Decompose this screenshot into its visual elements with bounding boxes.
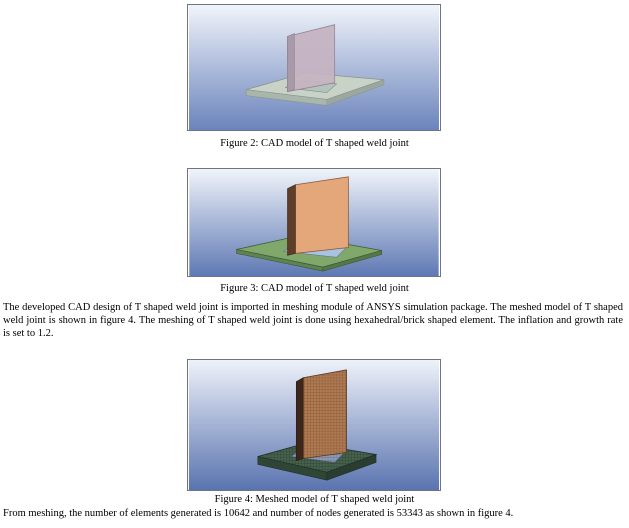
figure-4-image — [187, 359, 441, 491]
vertical-plate-shape — [294, 176, 349, 254]
figure-2-render — [189, 5, 439, 130]
figure-4-render — [188, 360, 440, 490]
meshed-vertical-plate — [302, 369, 347, 459]
body-paragraph: The developed CAD design of T shaped wel… — [3, 302, 623, 339]
figure-3-render — [189, 169, 439, 276]
figure-2-image — [187, 4, 441, 131]
body-final-line: From meshing, the number of elements gen… — [3, 508, 514, 519]
figure-2-caption: Figure 2: CAD model of T shaped weld joi… — [220, 138, 409, 149]
figure-4-caption: Figure 4: Meshed model of T shaped weld … — [214, 494, 415, 505]
figure-3-caption: Figure 3: CAD model of T shaped weld joi… — [220, 283, 409, 294]
figure-3-image — [187, 168, 441, 277]
